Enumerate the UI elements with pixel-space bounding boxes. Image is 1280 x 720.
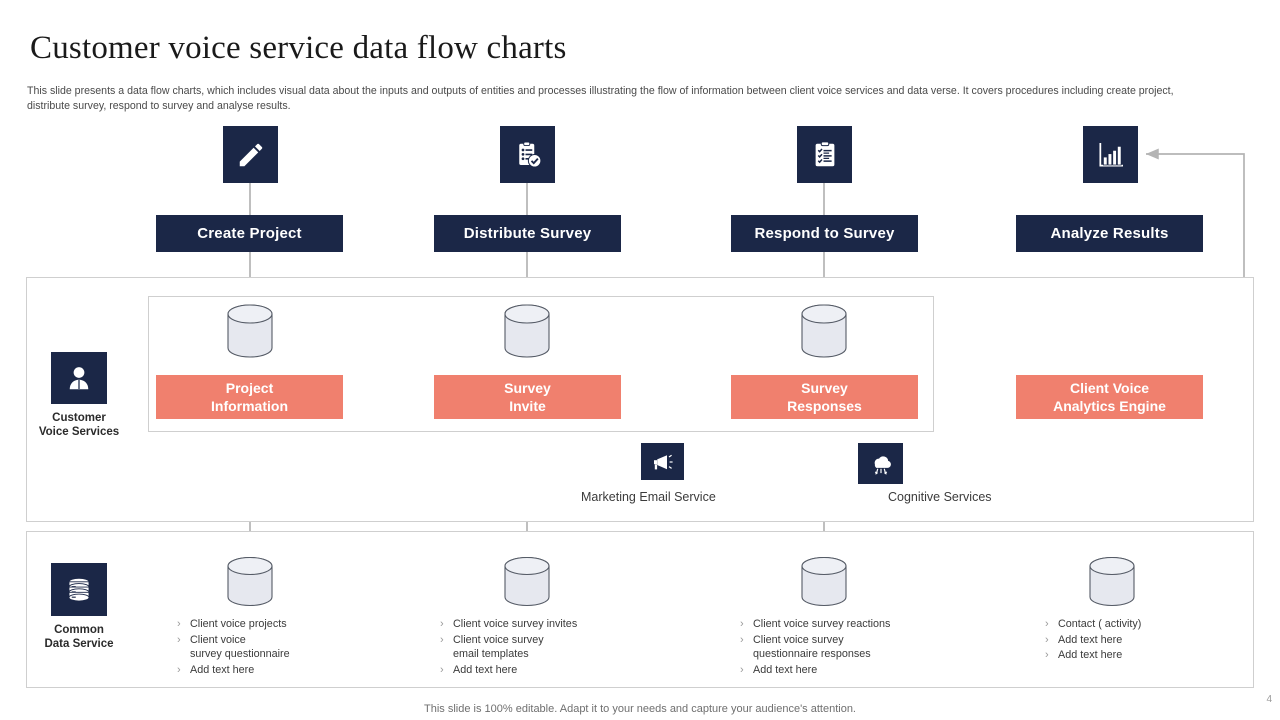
list-item-text: Add text here xyxy=(190,663,255,676)
page-number: 4 xyxy=(1266,694,1272,705)
cds-label-line-2: Data Service xyxy=(44,638,114,650)
pencil-icon xyxy=(239,143,262,166)
chevron-right-icon: › xyxy=(740,633,744,646)
cvs-label-line-1: Customer xyxy=(52,412,106,424)
store-items-3: › Client voice survey reactions › Client… xyxy=(740,617,990,678)
list-item: › Add text here xyxy=(177,663,417,678)
megaphone-icon xyxy=(653,454,673,469)
list-item-text: Add text here xyxy=(1058,649,1123,662)
process-box-distribute-survey[interactable]: Distribute Survey xyxy=(434,215,621,252)
chevron-right-icon: › xyxy=(1045,649,1049,662)
store-cylinder-4 xyxy=(1088,556,1136,613)
chevron-right-icon: › xyxy=(440,618,444,630)
store-items-1: › Client voice projects › Client voice s… xyxy=(177,617,417,678)
process-icon-distribute-survey[interactable] xyxy=(500,126,555,183)
entity-cylinder-survey-invite xyxy=(503,303,551,365)
process-box-respond-to-survey[interactable]: Respond to Survey xyxy=(731,215,918,252)
chevron-right-icon: › xyxy=(440,663,444,676)
headset-agent-icon xyxy=(69,365,89,390)
chevron-right-icon: › xyxy=(177,633,181,646)
entity-0-line-2: Information xyxy=(211,398,288,414)
cloud-ai-icon xyxy=(874,455,891,475)
cds-label-line-1: Common xyxy=(54,624,104,636)
entity-box-survey-invite[interactable]: Survey Invite xyxy=(434,375,621,419)
chevron-right-icon: › xyxy=(1045,633,1049,646)
list-item-text: Client voice survey reactions xyxy=(753,618,891,630)
chevron-right-icon: › xyxy=(740,618,744,630)
list-item: › Client voice survey questionnaire resp… xyxy=(740,633,990,662)
common-data-service-icon[interactable] xyxy=(51,563,107,616)
entity-2-line-1: Survey xyxy=(801,380,848,396)
list-item: › Client voice survey reactions xyxy=(740,617,990,632)
entity-0-line-1: Project xyxy=(225,380,274,396)
database-stack-icon xyxy=(68,577,90,601)
list-item-text: Client voice survey email templates xyxy=(453,633,544,661)
store-items-2: › Client voice survey invites › Client v… xyxy=(440,617,680,678)
list-item-text: Add text here xyxy=(453,663,518,676)
cognitive-services-icon[interactable] xyxy=(858,443,903,484)
entity-3-line-2: Analytics Engine xyxy=(1053,398,1166,414)
list-item-text: Client voice projects xyxy=(190,618,287,630)
entities-inner-panel xyxy=(148,296,934,432)
list-item: › Add text here xyxy=(740,663,990,678)
chevron-right-icon: › xyxy=(440,633,444,646)
common-data-service-panel xyxy=(26,531,1254,688)
bar-chart-icon xyxy=(1098,142,1123,167)
cvs-label-line-2: Voice Services xyxy=(38,426,120,438)
page-subtitle: This slide presents a data flow charts, … xyxy=(27,85,1174,112)
entity-box-project-information[interactable]: Project Information xyxy=(156,375,343,419)
chevron-right-icon: › xyxy=(1045,618,1049,630)
list-item-text: Add text here xyxy=(1058,633,1123,646)
common-data-service-label: Common Data Service xyxy=(19,623,139,651)
entity-1-line-2: Invite xyxy=(509,398,546,414)
process-box-analyze-results[interactable]: Analyze Results xyxy=(1016,215,1203,252)
list-item-text: Client voice survey questionnaire xyxy=(190,633,290,661)
process-box-create-project[interactable]: Create Project xyxy=(156,215,343,252)
chevron-right-icon: › xyxy=(740,663,744,676)
list-item: › Contact ( activity) xyxy=(1045,617,1255,632)
list-item-text: Contact ( activity) xyxy=(1058,618,1142,630)
chevron-right-icon: › xyxy=(177,663,181,676)
entity-1-line-1: Survey xyxy=(504,380,551,396)
entity-cylinder-project xyxy=(226,303,274,365)
footer-note: This slide is 100% editable. Adapt it to… xyxy=(424,703,856,715)
entity-2-line-2: Responses xyxy=(787,398,862,414)
page-title: Customer voice service data flow charts xyxy=(30,30,567,66)
entity-3-line-1: Client Voice xyxy=(1069,380,1150,396)
list-item: › Client voice survey email templates xyxy=(440,633,680,662)
chevron-right-icon: › xyxy=(177,618,181,630)
list-item: › Client voice survey invites xyxy=(440,617,680,632)
customer-voice-services-label: Customer Voice Services xyxy=(19,411,139,439)
process-icon-respond-to-survey[interactable] xyxy=(797,126,852,183)
checklist-icon xyxy=(815,140,834,166)
list-item-text: Client voice survey questionnaire respon… xyxy=(753,633,871,661)
entity-box-client-voice-analytics-engine[interactable]: Client Voice Analytics Engine xyxy=(1016,375,1203,419)
marketing-email-service-icon[interactable] xyxy=(641,443,684,480)
store-cylinder-2 xyxy=(503,556,551,613)
list-item: › Client voice projects xyxy=(177,617,417,632)
marketing-email-service-label: Marketing Email Service xyxy=(581,490,716,504)
customer-voice-services-icon[interactable] xyxy=(51,352,107,404)
list-item: › Add text here xyxy=(1045,648,1255,663)
entity-cylinder-survey-responses xyxy=(800,303,848,365)
entity-box-survey-responses[interactable]: Survey Responses xyxy=(731,375,918,419)
list-item-text: Add text here xyxy=(753,663,818,676)
list-item: › Client voice survey questionnaire xyxy=(177,633,417,662)
clipboard-check-icon xyxy=(518,141,541,168)
process-icon-analyze-results[interactable] xyxy=(1083,126,1138,183)
store-cylinder-3 xyxy=(800,556,848,613)
store-cylinder-1 xyxy=(226,556,274,613)
list-item-text: Client voice survey invites xyxy=(453,618,578,630)
list-item: › Add text here xyxy=(1045,633,1255,648)
list-item: › Add text here xyxy=(440,663,680,678)
process-icon-create-project[interactable] xyxy=(223,126,278,183)
cognitive-services-label: Cognitive Services xyxy=(888,490,992,504)
store-items-4: › Contact ( activity) › Add text here › … xyxy=(1045,617,1255,664)
